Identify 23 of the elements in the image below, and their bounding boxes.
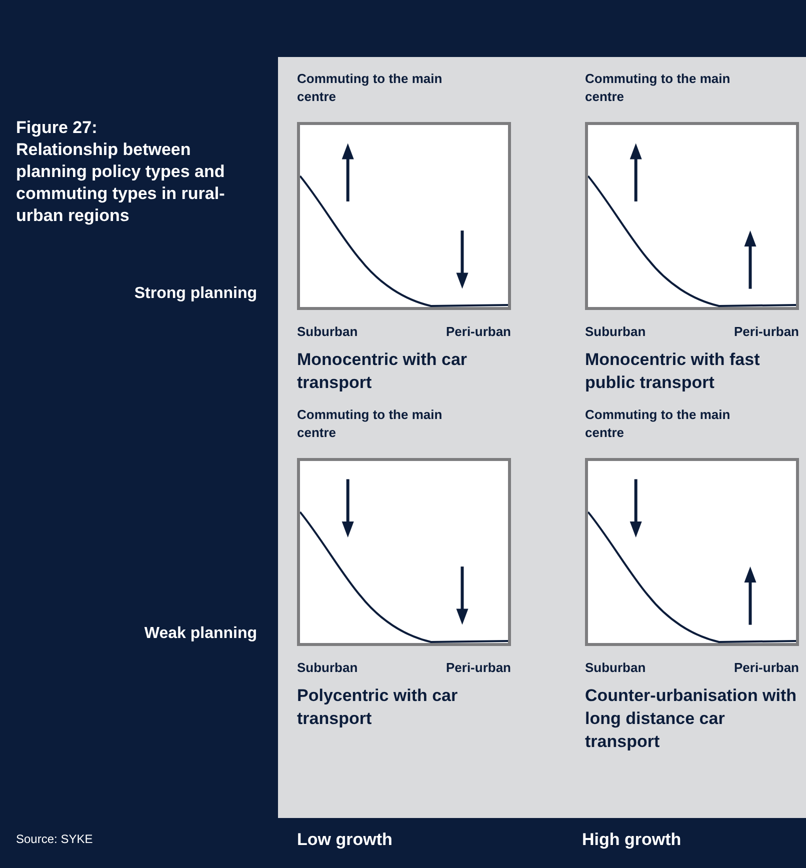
scenario-caption: Counter-urbanisation with long distance car transport [585, 684, 798, 752]
axis-label: Peri-urban [446, 659, 511, 677]
scenario-caption: Monocentric with fast public transport [585, 348, 761, 394]
axis-label: Peri-urban [446, 323, 511, 341]
axis-label: Suburban [585, 659, 646, 677]
figure-number: Figure 27: [16, 117, 98, 139]
axis-label: Suburban [585, 323, 646, 341]
source-note: Source: SYKE [16, 831, 93, 848]
axis-label: Peri-urban [734, 323, 799, 341]
scenario-caption: Polycentric with car transport [297, 684, 459, 730]
scenario-caption: Monocentric with car transport [297, 348, 468, 394]
axis-category-label: Weak planning [144, 624, 257, 644]
chart-heading: Commuting to the main centre [585, 406, 732, 442]
axis-label: Suburban [297, 659, 358, 677]
axis-label: Peri-urban [734, 659, 799, 677]
chart-heading: Commuting to the main centre [585, 70, 732, 106]
axis-category-label: Low growth [297, 829, 392, 851]
chart-heading: Commuting to the main centre [297, 70, 444, 106]
figure-title: Relationship between planning policy types and commuting types in rural-urban regions [16, 139, 226, 227]
axis-label: Suburban [297, 323, 358, 341]
axis-category-label: Strong planning [134, 284, 257, 304]
chart-heading: Commuting to the main centre [297, 406, 444, 442]
axis-category-label: High growth [582, 829, 682, 851]
